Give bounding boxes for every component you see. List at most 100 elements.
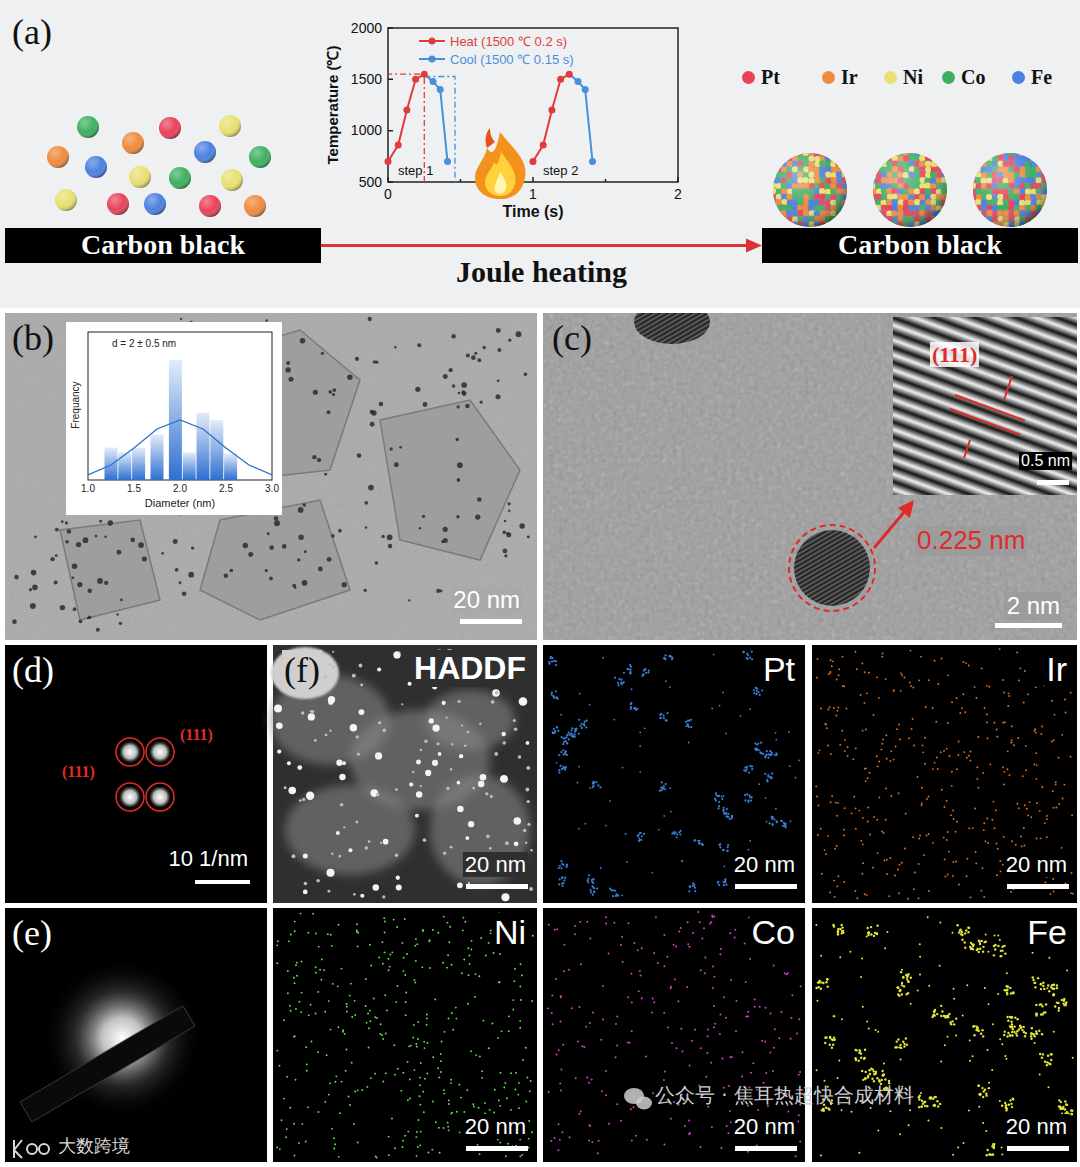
element-dot xyxy=(1051,700,1053,702)
element-dot xyxy=(986,685,988,687)
element-dot xyxy=(1027,814,1029,816)
element-dot xyxy=(899,864,901,866)
nanoparticle xyxy=(161,552,164,555)
element-dot xyxy=(882,652,884,654)
element-dots xyxy=(276,648,1074,1158)
precursor-ball xyxy=(85,156,107,178)
bright-particle xyxy=(377,668,381,672)
precursor-ball xyxy=(169,167,191,189)
element-dot xyxy=(898,724,900,726)
faint-particle xyxy=(529,887,533,891)
element-dot xyxy=(976,766,978,768)
element-dot xyxy=(615,893,617,895)
element-dot xyxy=(643,669,645,671)
element-dot xyxy=(620,679,622,681)
element-dot xyxy=(885,734,887,736)
element-dot xyxy=(717,795,719,797)
nanoparticle xyxy=(67,529,71,533)
element-dot xyxy=(1016,651,1018,653)
element-dot xyxy=(816,677,818,679)
element-dot xyxy=(996,729,998,731)
ir-map xyxy=(812,645,1077,903)
element-dot xyxy=(847,746,849,748)
alloy-sphere xyxy=(769,149,848,228)
element-dot xyxy=(970,896,972,898)
element-dot xyxy=(426,1024,428,1026)
element-dot xyxy=(388,1136,390,1138)
ball-shade xyxy=(55,189,77,211)
element-dot xyxy=(1044,881,1046,883)
faint-particle xyxy=(365,846,368,849)
atom xyxy=(841,161,847,167)
element-dot xyxy=(725,883,727,885)
faint-particle xyxy=(424,739,427,742)
ball-shade xyxy=(199,195,221,217)
nanoparticle xyxy=(506,532,511,537)
faint-particle xyxy=(359,664,363,668)
element-dot xyxy=(1004,771,1006,773)
histogram-bar xyxy=(118,452,131,480)
element-dot xyxy=(565,766,567,768)
element-dot xyxy=(528,1120,530,1122)
element-dot xyxy=(573,733,575,735)
element-dot xyxy=(406,953,408,955)
element-dot xyxy=(1013,744,1015,746)
element-dot xyxy=(279,1148,281,1150)
nanoparticle xyxy=(496,328,501,333)
nanoparticle xyxy=(495,394,500,399)
element-dot xyxy=(885,819,887,821)
nanoparticle xyxy=(497,348,501,352)
element-dot xyxy=(932,842,934,844)
element-dot xyxy=(889,760,891,762)
element-dot xyxy=(881,656,883,658)
bright-particle xyxy=(288,787,296,795)
element-dot xyxy=(893,689,895,691)
nanoparticle xyxy=(72,563,78,569)
element-dot xyxy=(560,751,562,753)
element-dot xyxy=(432,1101,434,1103)
element-dot xyxy=(589,889,591,891)
element-dot xyxy=(602,657,604,659)
element-dot xyxy=(928,890,930,892)
element-dot xyxy=(862,862,864,864)
element-dot xyxy=(937,768,939,770)
element-dot xyxy=(370,1077,372,1079)
element-dot xyxy=(956,697,958,699)
nanoparticle xyxy=(364,589,367,592)
element-dot xyxy=(385,1072,387,1074)
nanoparticle xyxy=(441,540,444,543)
element-dot xyxy=(833,880,835,882)
element-dot xyxy=(551,657,553,659)
element-dot xyxy=(448,1099,450,1101)
element-dot xyxy=(565,866,567,868)
element-dot xyxy=(950,814,952,816)
element-dot xyxy=(1040,733,1042,735)
element-dot xyxy=(833,707,835,709)
element-dot xyxy=(441,1041,443,1043)
nanoparticle xyxy=(471,355,476,360)
element-dot xyxy=(697,840,699,842)
element-dot xyxy=(408,1045,410,1047)
element-dot xyxy=(843,881,845,883)
element-dot xyxy=(276,1146,278,1148)
element-dot xyxy=(768,822,770,824)
bright-particle xyxy=(514,841,519,846)
element-dot xyxy=(324,1101,326,1103)
nanoparticle xyxy=(265,319,268,322)
faint-particle xyxy=(291,854,295,858)
scale-bar xyxy=(1037,480,1069,485)
element-dot xyxy=(661,781,663,783)
element-dot xyxy=(881,830,883,832)
element-dot xyxy=(277,940,279,942)
element-dot xyxy=(723,849,725,851)
ball-shade xyxy=(47,146,69,168)
element-dot xyxy=(947,674,949,676)
element-dot xyxy=(417,1021,419,1023)
element-dot xyxy=(761,689,763,691)
element-dot xyxy=(1002,722,1004,724)
element-dot xyxy=(464,921,466,923)
element-dot xyxy=(470,1050,472,1052)
element-dot xyxy=(437,1067,439,1069)
bright-particle xyxy=(500,775,508,783)
element-dot xyxy=(718,844,720,846)
